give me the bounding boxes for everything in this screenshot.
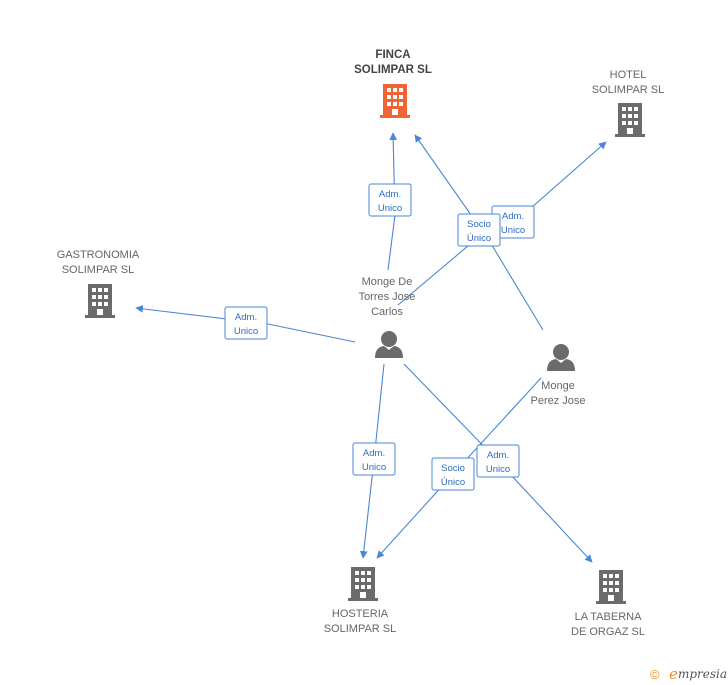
node-label-line-2: SOLIMPAR SL xyxy=(592,84,665,96)
edge-badge-e7[interactable]: Adm. Unico xyxy=(476,444,520,478)
person-icon xyxy=(375,331,403,358)
company-node-finca[interactable]: FINCA SOLIMPAR SL xyxy=(354,49,432,118)
edge-badge-e4[interactable]: Adm. Unico xyxy=(224,306,268,340)
brand-initial: e xyxy=(669,665,678,683)
node-label-line-2: Perez Jose xyxy=(530,395,585,407)
badge-line-2: Único xyxy=(441,477,465,488)
edge-badge-e1[interactable]: Adm. Unico xyxy=(368,183,412,217)
badge-line-2: Unico xyxy=(234,326,258,337)
node-label-line-3: Carlos xyxy=(371,306,403,318)
badge-line-2: Unico xyxy=(486,464,510,475)
edge-badge-e3[interactable]: Socio Único xyxy=(457,213,501,247)
node-label-line-1: FINCA xyxy=(375,49,410,61)
node-label-line-1: HOTEL xyxy=(610,69,647,81)
badge-line-2: Único xyxy=(467,233,491,244)
badge-line-2: Unico xyxy=(501,225,525,236)
person-icon xyxy=(547,344,575,371)
badge-line-1: Adm. xyxy=(487,450,509,461)
edge-badge-e5[interactable]: Adm. Unico xyxy=(352,442,396,476)
node-label-line-1: Monge De xyxy=(362,276,413,288)
badge-line-1: Adm. xyxy=(502,211,524,222)
building-icon xyxy=(380,84,410,118)
node-label-line-1: Monge xyxy=(541,380,575,392)
building-icon xyxy=(348,567,378,601)
node-label-line-2: SOLIMPAR SL xyxy=(62,264,135,276)
building-icon xyxy=(85,284,115,318)
badge-line-1: Adm. xyxy=(379,189,401,200)
person-node-monge-torres[interactable]: Monge De Torres Jose Carlos xyxy=(359,276,416,358)
badge-line-1: Socio xyxy=(441,463,465,474)
edge-badge-e6[interactable]: Socio Único xyxy=(431,457,475,491)
edge-badge-e2[interactable]: Adm. Unico xyxy=(491,205,535,239)
node-label-line-1: LA TABERNA xyxy=(575,611,643,623)
building-icon xyxy=(615,103,645,137)
company-node-gastronomia[interactable]: GASTRONOMIA SOLIMPAR SL xyxy=(57,249,140,318)
badge-line-1: Adm. xyxy=(235,312,257,323)
company-node-taberna[interactable]: LA TABERNA DE ORGAZ SL xyxy=(571,570,645,638)
node-label-line-2: SOLIMPAR SL xyxy=(324,623,397,635)
node-label-line-1: GASTRONOMIA xyxy=(57,249,140,261)
company-node-hosteria[interactable]: HOSTERIA SOLIMPAR SL xyxy=(324,567,397,635)
brand-name: mpresia xyxy=(678,667,727,681)
badge-line-1: Adm. xyxy=(363,448,385,459)
badge-line-1: Socio xyxy=(467,219,491,230)
building-icon xyxy=(596,570,626,604)
node-label-line-1: HOSTERIA xyxy=(332,608,389,620)
node-label-line-2: SOLIMPAR SL xyxy=(354,64,432,76)
company-node-hotel[interactable]: HOTEL SOLIMPAR SL xyxy=(592,69,665,137)
person-node-monge-perez[interactable]: Monge Perez Jose xyxy=(530,344,586,407)
node-label-line-2: DE ORGAZ SL xyxy=(571,626,645,638)
badge-line-2: Unico xyxy=(378,203,402,214)
brand-footer: © e mpresia xyxy=(650,665,727,683)
edge-line-e4 xyxy=(135,305,356,343)
node-label-line-2: Torres Jose xyxy=(359,291,416,303)
badge-line-2: Unico xyxy=(362,462,386,473)
copyright-icon: © xyxy=(650,667,660,682)
